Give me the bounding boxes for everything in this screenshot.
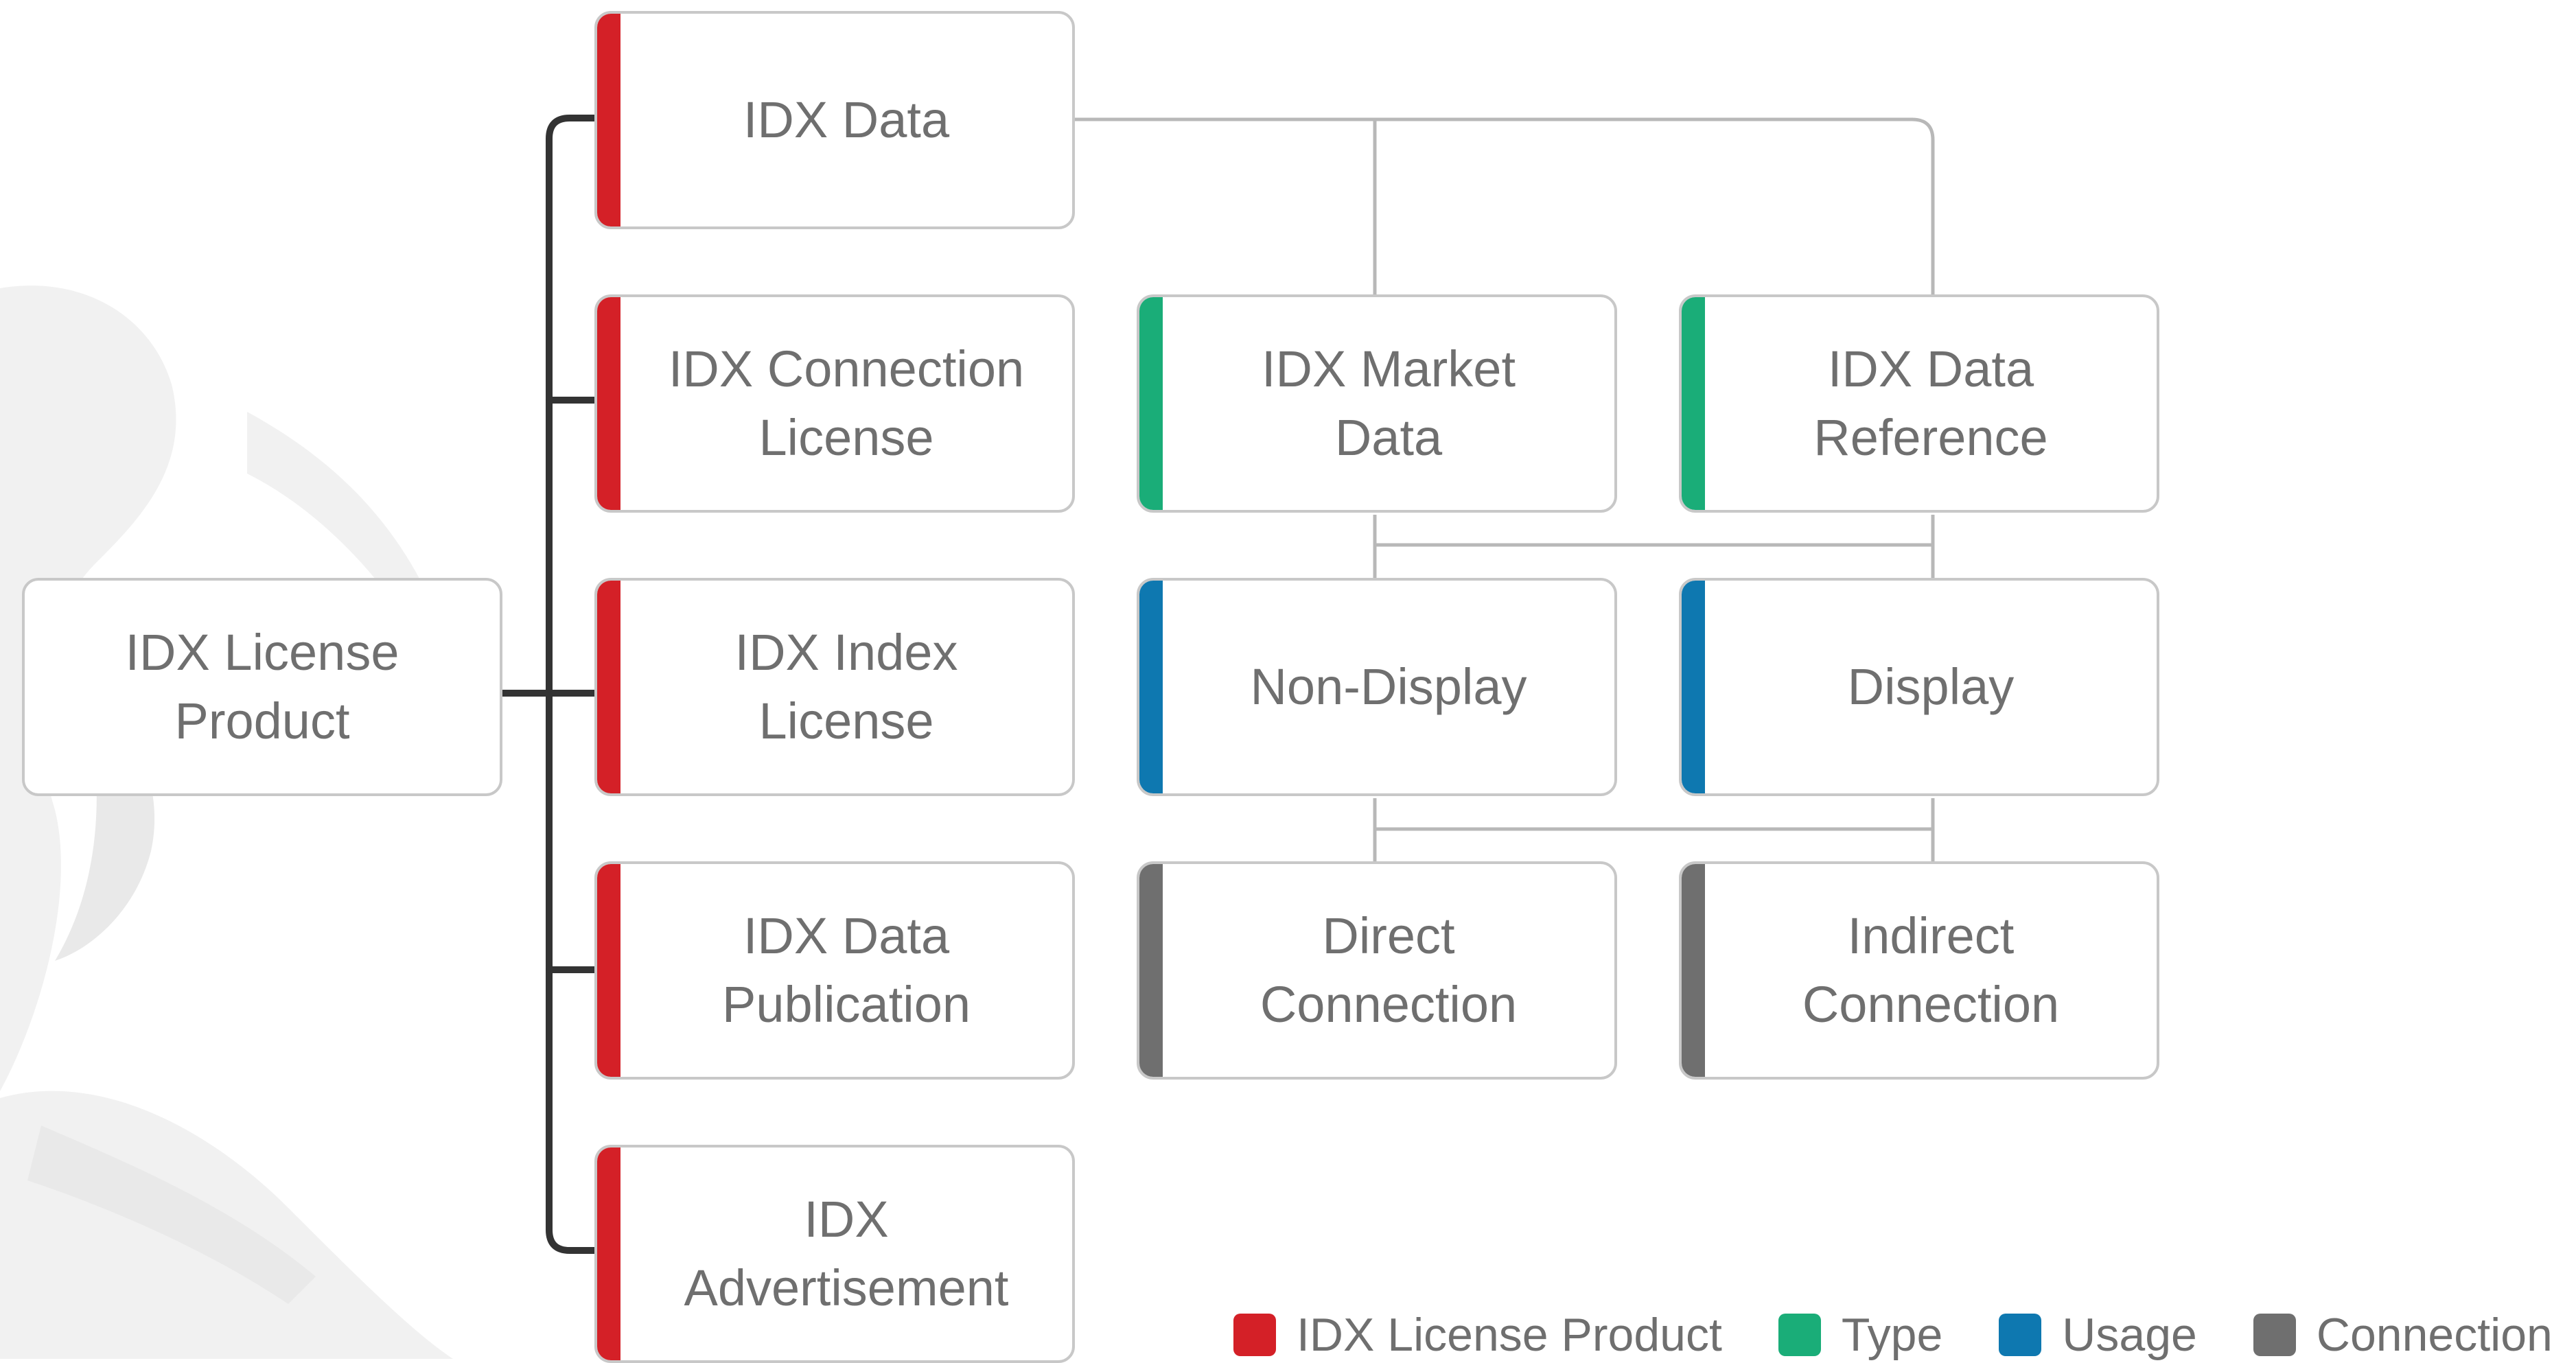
node-display[interactable]: Display [1679, 578, 2159, 796]
node-idx-advertisement[interactable]: IDX Advertisement [594, 1145, 1075, 1363]
category-accent-bar [1682, 864, 1705, 1077]
background-watermark-logo [0, 286, 453, 1359]
legend-label: Type [1841, 1309, 1943, 1361]
node-label: Non-Display [1250, 658, 1527, 715]
category-accent-bar [1682, 581, 1705, 793]
node-indirect-connection[interactable]: Indirect Connection [1679, 861, 2159, 1080]
node-label: IDX License Product [125, 624, 399, 749]
legend-item-idx-license-product: IDX License Product [1233, 1308, 1722, 1362]
category-accent-bar [597, 14, 620, 226]
node-direct-connection[interactable]: Direct Connection [1137, 861, 1617, 1080]
legend-label: IDX License Product [1297, 1309, 1722, 1361]
node-idx-data-reference[interactable]: IDX Data Reference [1679, 294, 2159, 513]
category-accent-bar [597, 864, 620, 1077]
legend-label: Connection [2316, 1309, 2553, 1361]
legend-swatch [2253, 1314, 2296, 1356]
category-accent-bar [597, 581, 620, 793]
category-accent-bar [1139, 581, 1163, 793]
node-idx-data-publication[interactable]: IDX Data Publication [594, 861, 1075, 1080]
node-label: IDX Connection License [668, 340, 1025, 466]
hierarchy-trunk [498, 115, 601, 1254]
node-label: IDX Market Data [1261, 340, 1516, 466]
node-label: Indirect Connection [1802, 907, 2060, 1033]
legend-swatch [1999, 1314, 2042, 1356]
category-accent-bar [1139, 864, 1163, 1077]
legend-item-usage: Usage [1999, 1308, 2197, 1362]
category-accent-bar [1139, 297, 1163, 510]
node-label: IDX Advertisement [684, 1191, 1009, 1316]
legend-item-type: Type [1778, 1308, 1942, 1362]
category-accent-bar [1682, 297, 1705, 510]
node-label: IDX Index License [734, 624, 958, 749]
node-label: Display [1847, 658, 2015, 715]
category-accent-bar [597, 297, 620, 510]
node-idx-market-data[interactable]: IDX Market Data [1137, 294, 1617, 513]
node-non-display[interactable]: Non-Display [1137, 578, 1617, 796]
node-label: IDX Data Publication [721, 907, 971, 1033]
legend-item-connection: Connection [2253, 1308, 2553, 1362]
node-label: IDX Data [743, 91, 950, 148]
node-idx-license-product[interactable]: IDX License Product [22, 578, 502, 796]
node-idx-data[interactable]: IDX Data [594, 11, 1075, 229]
node-idx-index-license[interactable]: IDX Index License [594, 578, 1075, 796]
legend-swatch [1233, 1314, 1276, 1356]
node-label: IDX Data Reference [1813, 340, 2048, 466]
node-idx-connection-license[interactable]: IDX Connection License [594, 294, 1075, 513]
relation-links [1072, 117, 1935, 861]
legend: IDX License Product Type Usage Connectio… [1233, 1308, 2553, 1362]
category-accent-bar [597, 1148, 620, 1360]
node-label: Direct Connection [1260, 907, 1518, 1033]
legend-swatch [1778, 1314, 1821, 1356]
legend-label: Usage [2062, 1309, 2197, 1361]
